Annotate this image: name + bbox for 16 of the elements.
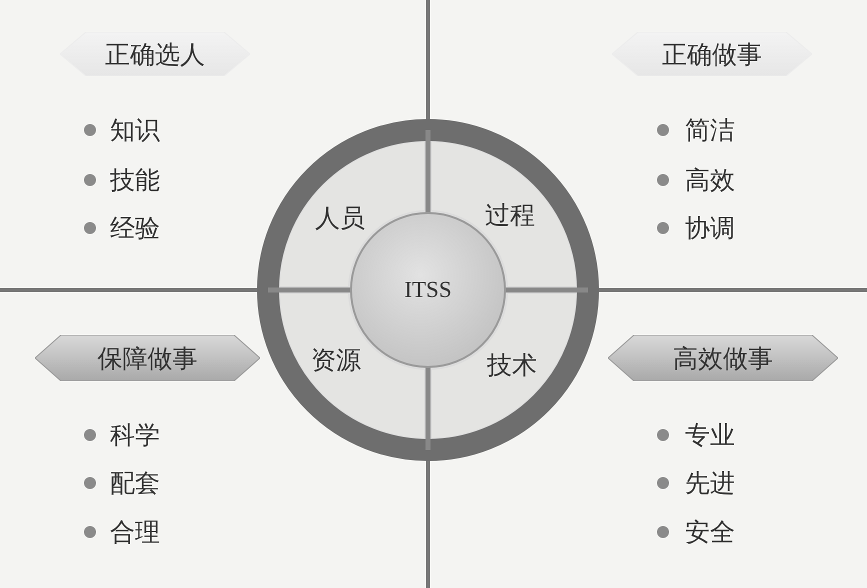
hexagon-banner: 正确做事 [612, 32, 812, 76]
list-item: 安全 [685, 516, 735, 548]
list-item: 合理 [110, 516, 160, 548]
hexagon-banner: 高效做事 [608, 335, 838, 381]
list-item: 专业 [685, 420, 735, 452]
list-item: 知识 [110, 114, 160, 146]
list-item: 科学 [110, 420, 160, 452]
list-item: 简洁 [685, 114, 735, 146]
list-item: 技能 [110, 164, 160, 196]
hexagon-banner: 保障做事 [35, 335, 260, 381]
list-item: 协调 [685, 212, 735, 244]
list-item: 配套 [110, 468, 160, 500]
list-item: 高效 [685, 164, 735, 196]
list-item: 先进 [685, 468, 735, 500]
list-item: 经验 [110, 212, 160, 244]
hexagon-banner: 正确选人 [60, 32, 250, 76]
